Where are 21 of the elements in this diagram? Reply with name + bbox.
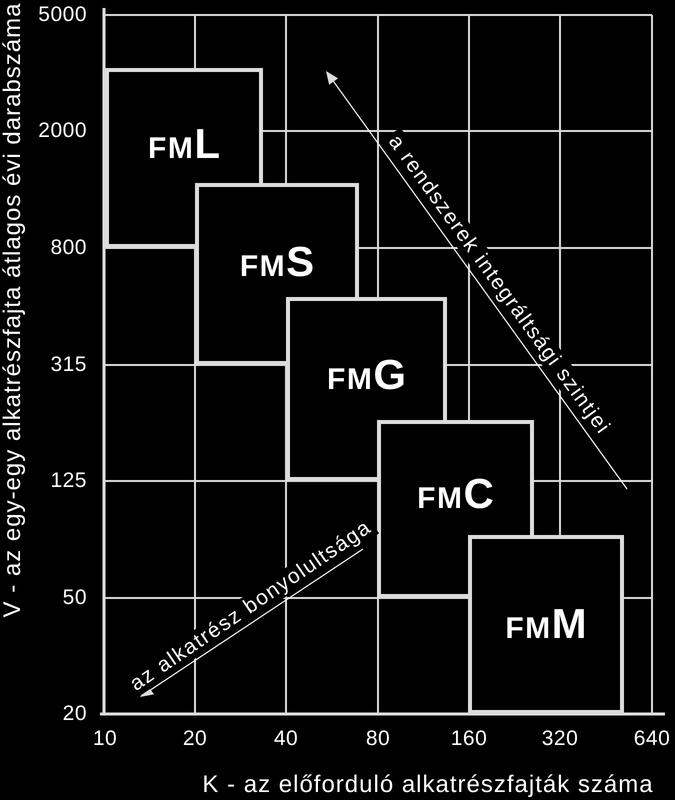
- tick-label: 20: [62, 702, 87, 726]
- tick-label: 40: [274, 726, 298, 752]
- tick-label: 5000: [38, 2, 87, 28]
- axis-title: V - az egy-egy alkatrészfajta átlagos évi darabszáma: [0, 2, 27, 618]
- tick-label: 2000: [38, 118, 87, 144]
- tick-label: 315: [50, 352, 87, 378]
- tick-label: 800: [50, 236, 87, 260]
- box-label: FMC: [417, 472, 494, 514]
- box-label: FML: [148, 122, 220, 164]
- tick-label: 640: [634, 726, 670, 752]
- axis-title: K - az előforduló alkatrészfajták száma: [202, 771, 654, 799]
- tick-label: 160: [450, 726, 488, 752]
- tick-label: 80: [366, 726, 390, 752]
- category-box: [468, 535, 624, 714]
- tick-label: 125: [50, 468, 87, 494]
- box-label: FMS: [240, 240, 314, 282]
- tick-label: 320: [542, 726, 578, 752]
- box-label: FMM: [505, 602, 587, 644]
- tick-label: 50: [62, 586, 87, 610]
- tick-label: 20: [182, 726, 208, 752]
- tick-label: 10: [92, 726, 118, 752]
